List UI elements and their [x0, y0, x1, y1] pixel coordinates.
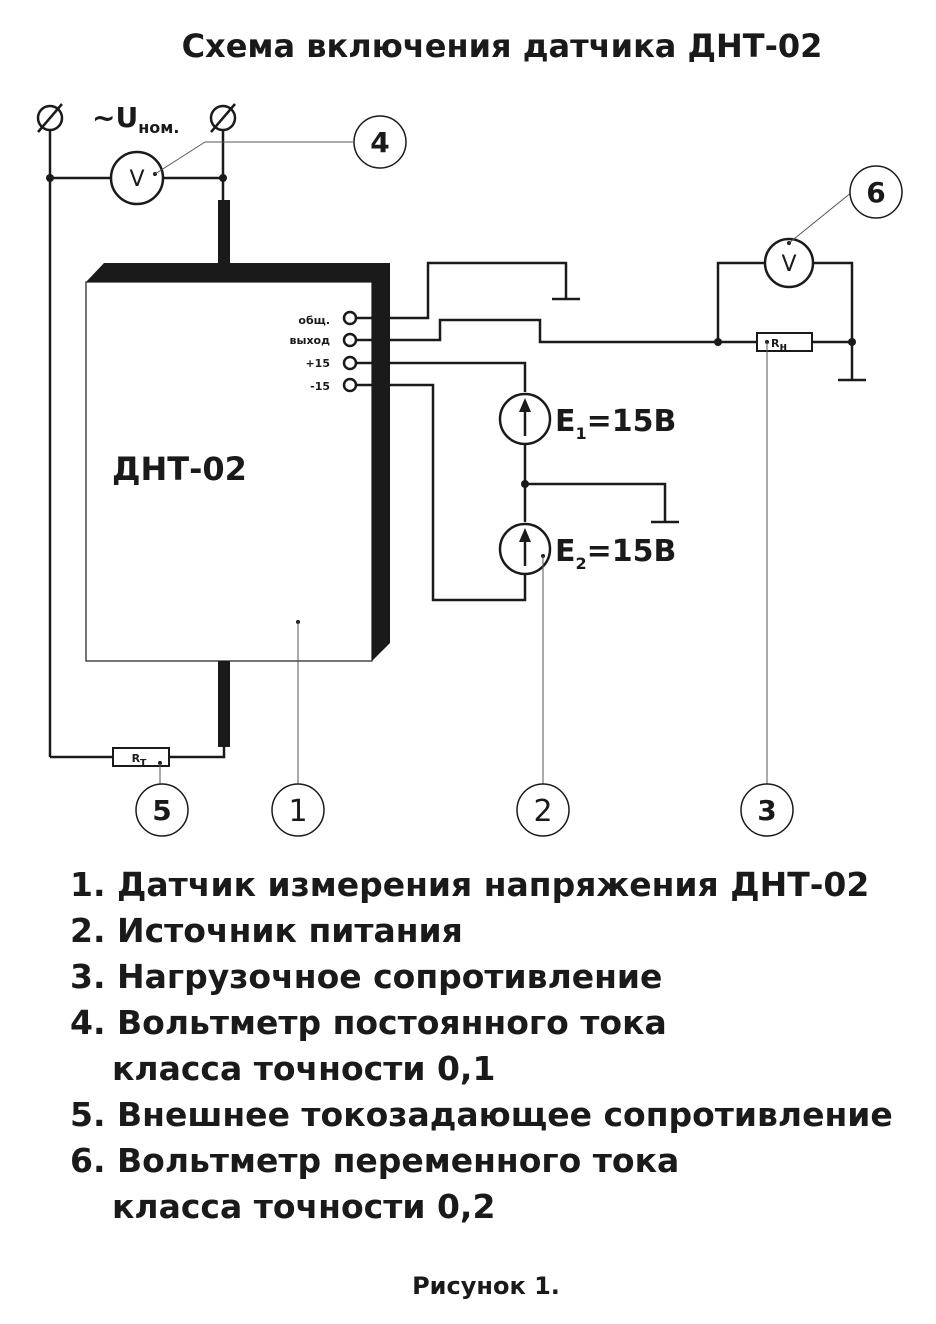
callout-3: 3 [740, 783, 794, 837]
svg-text:Rт: Rт [132, 752, 147, 768]
svg-text:-15: -15 [310, 380, 330, 393]
legend-item-6: 6. Вольтметр переменного тока [70, 1141, 680, 1180]
source-e2-label: E2=15В [555, 534, 676, 573]
svg-text:общ.: общ. [298, 314, 330, 327]
legend-item-4-continued: класса точности 0,1 [112, 1049, 496, 1088]
legend-item-6-continued: класса точности 0,2 [112, 1187, 496, 1226]
svg-text:4: 4 [370, 126, 389, 159]
current-setting-resistor: Rт [112, 747, 170, 768]
legend-item-4: 4. Вольтметр постоянного тока [70, 1003, 667, 1042]
power-source-e2 [498, 522, 552, 576]
svg-text:V: V [129, 167, 144, 192]
svg-text:3: 3 [757, 794, 776, 827]
dc-voltmeter: V [109, 150, 165, 206]
callout-2: 2 [516, 783, 570, 837]
svg-text:1: 1 [288, 794, 307, 829]
supply-voltage-label: ~Uном. [92, 101, 179, 137]
diagram-title: Схема включения датчика ДНТ-02 [182, 27, 823, 65]
legend-item-3: 3. Нагрузочное сопротивление [70, 957, 663, 996]
sensor-block-label: ДНТ-02 [112, 450, 247, 488]
sensor-pins: общ. выход +15 -15 [290, 310, 358, 393]
sensor-block: ДНТ-02 [85, 263, 390, 662]
wiring-diagram: Схема включения датчика ДНТ-02 ~Uном. V … [36, 27, 903, 837]
callout-4: 4 [353, 115, 407, 169]
callout-6: 6 [849, 165, 903, 219]
supply-terminal-left [36, 103, 64, 133]
svg-text:Rн: Rн [771, 337, 787, 353]
source-e1-label: E1=15В [555, 404, 676, 443]
svg-text:+15: +15 [305, 357, 330, 370]
legend-item-1: 1. Датчик измерения напряжения ДНТ-02 [70, 865, 870, 904]
figure-caption: Рисунок 1. [412, 1272, 560, 1300]
legend: 1. Датчик измерения напряжения ДНТ-02 2.… [70, 862, 930, 1230]
svg-text:6: 6 [866, 176, 885, 209]
svg-text:выход: выход [290, 334, 331, 347]
callout-5: 5 [135, 783, 189, 837]
load-resistor: Rн [756, 332, 813, 353]
power-source-e1 [498, 392, 552, 446]
svg-text:5: 5 [152, 794, 171, 827]
svg-text:2: 2 [533, 794, 552, 829]
svg-text:V: V [781, 252, 796, 277]
ac-voltmeter: V [763, 237, 815, 289]
supply-terminal-right [209, 103, 237, 133]
legend-item-5: 5. Внешнее токозадающее сопротивление [70, 1095, 893, 1134]
callout-1: 1 [271, 783, 325, 837]
legend-item-2: 2. Источник питания [70, 911, 463, 950]
